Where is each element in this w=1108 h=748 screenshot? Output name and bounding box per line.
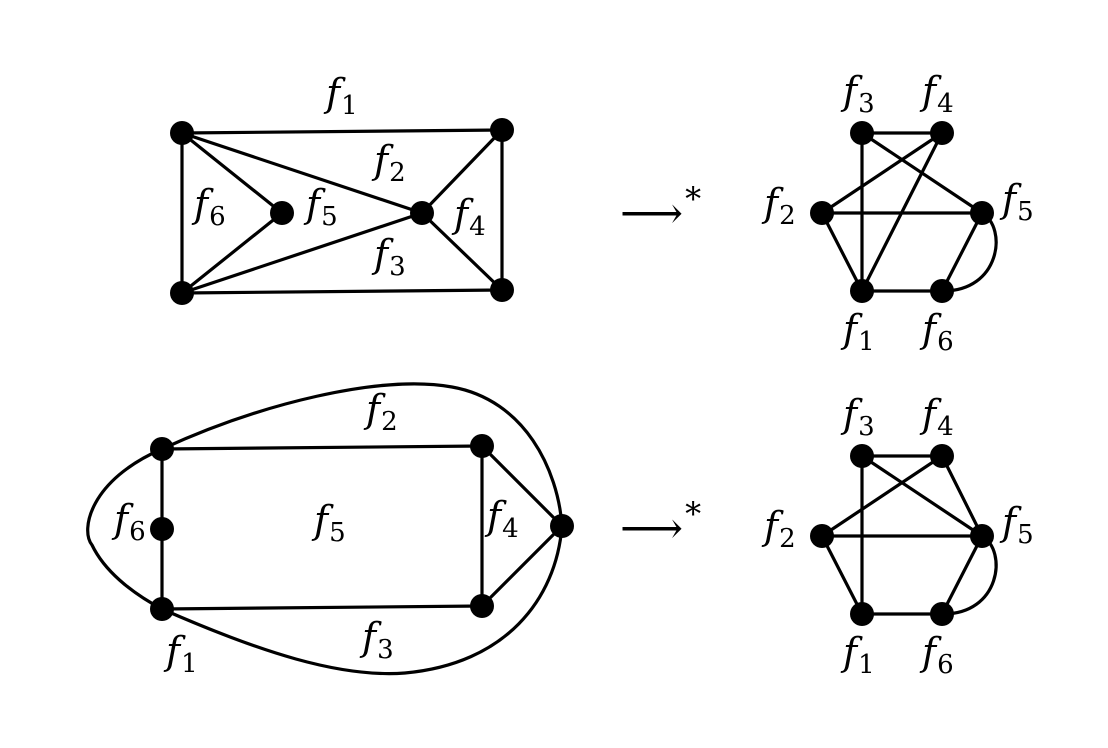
face-label: f5 [303, 182, 338, 232]
edge [86, 447, 164, 611]
vertex-label: f5 [999, 500, 1034, 550]
edge [820, 211, 864, 293]
edge [160, 444, 484, 451]
edge [940, 534, 998, 616]
vertex [970, 201, 994, 225]
vertex [930, 444, 954, 468]
edge [480, 524, 564, 608]
edge [180, 288, 504, 295]
vertex-label: f3 [840, 392, 875, 442]
vertex-label: f2 [761, 504, 796, 554]
vertex-label: f4 [919, 392, 954, 442]
edge [180, 131, 424, 215]
vertex [150, 437, 174, 461]
vertex [970, 524, 994, 548]
edge [160, 604, 484, 611]
vertex [170, 121, 194, 145]
face-label: f1 [323, 71, 358, 121]
vertex-label: f5 [999, 177, 1034, 227]
edge [180, 131, 284, 215]
vertex [850, 279, 874, 303]
edge [820, 534, 864, 616]
vertex [150, 597, 174, 621]
vertex [490, 278, 514, 302]
bottom-left-graph: f2 f6 f5 f4 f1 f3 [86, 382, 574, 679]
face-label: f1 [163, 629, 198, 679]
vertex-label: f6 [919, 630, 954, 680]
edge [820, 131, 944, 215]
edge [940, 211, 998, 293]
vertex-label: f2 [761, 181, 796, 231]
vertex-label: f1 [840, 630, 875, 680]
face-label: f2 [363, 387, 398, 437]
edge [420, 211, 504, 292]
face-label: f5 [311, 498, 346, 548]
vertex [150, 517, 174, 541]
top-left-graph: f1 f2 f3 f4 f5 f6 [170, 71, 514, 305]
vertex [470, 594, 494, 618]
vertex-label: f4 [919, 69, 954, 119]
vertex [850, 121, 874, 145]
top-right-graph: f3 f4 f2 f5 f1 f6 [761, 69, 1034, 357]
face-label: f6 [191, 182, 226, 232]
vertex [490, 118, 514, 142]
edge [480, 444, 564, 528]
vertex [810, 201, 834, 225]
face-label: f3 [359, 615, 394, 665]
vertex-label: f1 [840, 307, 875, 357]
face-label: f4 [451, 192, 486, 242]
edge [940, 211, 984, 293]
vertex [470, 434, 494, 458]
vertex-label: f6 [919, 307, 954, 357]
edge [420, 128, 504, 215]
vertex [850, 444, 874, 468]
transform-arrow: ⟶* [620, 495, 701, 554]
edge [160, 524, 564, 676]
edge [940, 454, 984, 538]
face-label: f4 [484, 494, 519, 544]
face-label: f6 [111, 497, 146, 547]
vertex [850, 602, 874, 626]
face-label: f2 [371, 138, 406, 188]
edge [940, 534, 984, 616]
face-label: f3 [371, 232, 406, 282]
vertex [410, 201, 434, 225]
edge [180, 211, 424, 295]
vertex [930, 279, 954, 303]
vertex-label: f3 [840, 69, 875, 119]
edge [180, 128, 504, 135]
vertex [170, 281, 194, 305]
bottom-right-graph: f3 f4 f2 f5 f1 f6 [761, 392, 1034, 680]
vertex [550, 514, 574, 538]
edge [860, 454, 984, 538]
vertex [930, 602, 954, 626]
vertex [930, 121, 954, 145]
vertex [810, 524, 834, 548]
edge [180, 211, 284, 295]
transform-arrow: ⟶* [620, 180, 701, 239]
edge [160, 382, 564, 528]
edge [820, 454, 944, 538]
vertex [270, 201, 294, 225]
